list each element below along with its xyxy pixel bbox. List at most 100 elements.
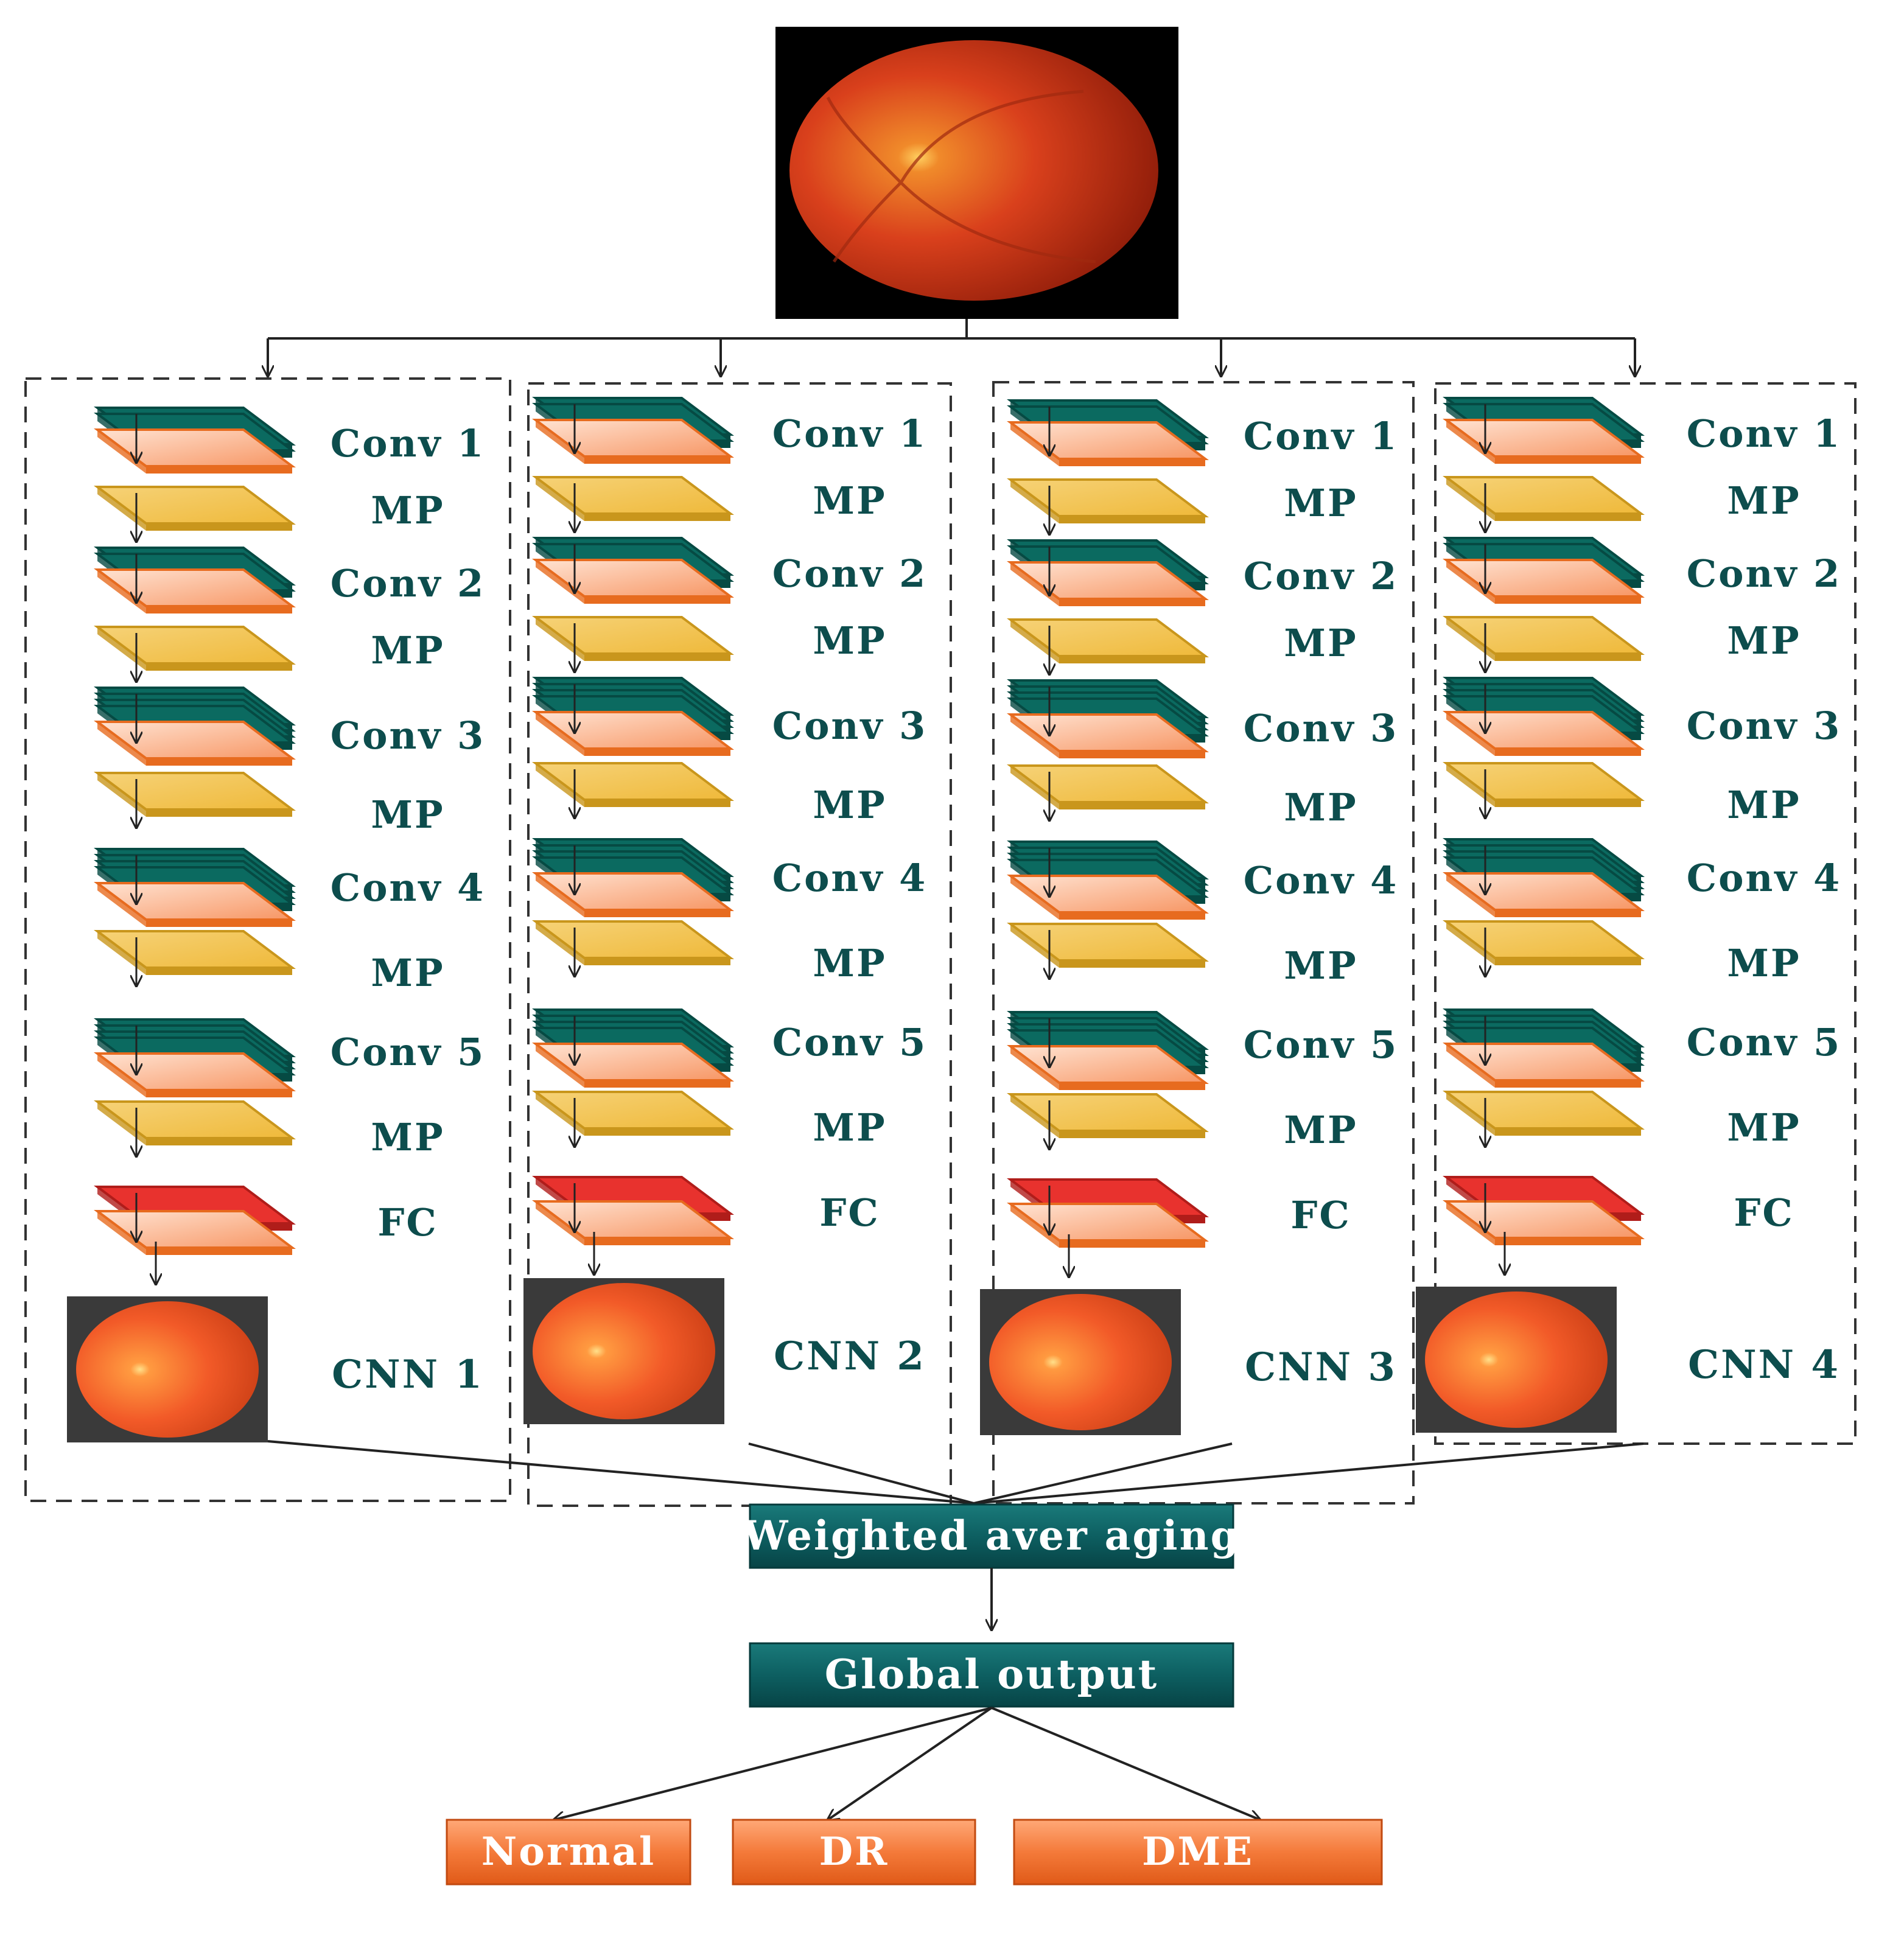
layer-label: FC <box>1734 1190 1794 1235</box>
layer-label: Conv 3 <box>1244 706 1399 750</box>
layer-label: Conv 3 <box>772 704 928 748</box>
layer-mp: MP <box>94 772 444 837</box>
layer-conv: Conv 3 <box>532 677 928 756</box>
merge-connector <box>267 1440 1644 1505</box>
layer-label: Conv 3 <box>331 713 486 758</box>
branch-output-image <box>1416 1287 1617 1433</box>
layer-label: Conv 5 <box>331 1030 486 1074</box>
layer-mp: MP <box>532 616 886 672</box>
layer-label: MP <box>1727 941 1801 985</box>
branch-frame-4 <box>1434 382 1857 1445</box>
layer-fc: FC <box>94 1186 436 1255</box>
layer-mp: MP <box>1007 478 1357 534</box>
layer-label: Conv 2 <box>1244 554 1399 598</box>
layer-mp: MP <box>1443 762 1801 827</box>
layer-conv: Conv 1 <box>532 397 928 464</box>
layer-label: Conv 2 <box>331 561 486 606</box>
layer-mp: MP <box>1007 923 1357 988</box>
layer-label: Conv 4 <box>1687 856 1842 900</box>
layer-label: FC <box>819 1190 880 1235</box>
layer-label: MP <box>1284 481 1357 525</box>
layer-label: MP <box>1284 943 1357 988</box>
layer-label: Conv 1 <box>1244 414 1399 458</box>
layer-label: MP <box>813 1105 886 1150</box>
layer-label: MP <box>1727 783 1801 827</box>
layer-label: Conv 3 <box>1687 704 1842 748</box>
layer-label: Conv 4 <box>331 865 486 910</box>
layer-conv: Conv 5 <box>1443 1008 1842 1088</box>
layer-label: MP <box>1727 1105 1801 1150</box>
layer-mp: MP <box>1007 1093 1356 1152</box>
class-dme: DME <box>1013 1819 1383 1886</box>
branch-output-image <box>980 1289 1181 1435</box>
layer-mp: MP <box>532 762 886 827</box>
branch-frame-1 <box>24 377 511 1502</box>
layer-mp: MP <box>1443 920 1801 985</box>
branch-output-image <box>523 1278 724 1424</box>
layer-conv: Conv 4 <box>1007 841 1399 920</box>
layer-mp: MP <box>532 920 885 985</box>
layer-conv: Conv 2 <box>532 537 925 604</box>
branch-3: Conv 1 MP Conv 2 MP Conv 3 MP Conv 4 MP Conv 5 MP… <box>980 399 1399 1435</box>
layer-fc: FC <box>1007 1178 1349 1248</box>
layer-mp: MP <box>1443 1091 1801 1150</box>
layer-conv: Conv 3 <box>1007 679 1399 758</box>
layer-label: Conv 5 <box>1244 1022 1399 1067</box>
layer-conv: Conv 1 <box>1443 397 1839 464</box>
class-dme-label: DME <box>1142 1829 1254 1875</box>
layer-label: MP <box>371 792 444 837</box>
weighted-averaging-label: Weighted aver aging <box>742 1512 1241 1559</box>
branch-4: Conv 1 MP Conv 2 MP Conv 3 MP Conv 4 MP Conv 5 MP… <box>1416 397 1842 1433</box>
layer-label: Conv 2 <box>1687 551 1842 596</box>
branch-frame-3 <box>992 381 1415 1505</box>
split-connector <box>268 319 1635 376</box>
layer-label: MP <box>813 783 886 827</box>
layer-label: MP <box>1727 618 1801 663</box>
class-dr-label: DR <box>819 1829 889 1875</box>
layer-mp: MP <box>1007 764 1356 830</box>
cnn-label: CNN 1 <box>332 1352 484 1397</box>
layer-mp: MP <box>1007 618 1356 674</box>
input-image <box>775 27 1178 319</box>
retina-fundus-icon <box>76 1301 259 1438</box>
class-connectors <box>554 1707 1260 1820</box>
class-dr: DR <box>732 1819 976 1886</box>
layer-label: MP <box>371 628 444 673</box>
layer-conv: Conv 3 <box>94 687 486 766</box>
layer-fc: FC <box>532 1176 880 1245</box>
layer-label: Conv 5 <box>1687 1020 1842 1064</box>
layer-mp: MP <box>1443 476 1801 532</box>
layer-label: MP <box>371 488 444 533</box>
layer-label: MP <box>371 951 444 995</box>
layer-label: Conv 1 <box>772 411 928 456</box>
layer-mp: MP <box>94 626 444 682</box>
weighted-averaging-box: Weighted aver aging <box>742 1503 1241 1569</box>
branch-frames <box>24 377 1857 1507</box>
class-normal: Normal <box>446 1819 691 1886</box>
layer-label: MP <box>1727 478 1801 523</box>
layer-label: Conv 5 <box>772 1020 928 1064</box>
retina-fundus-icon <box>989 1294 1172 1430</box>
layer-conv: Conv 1 <box>1007 399 1399 466</box>
layer-mp: MP <box>532 1091 886 1150</box>
layer-label: MP <box>813 478 886 523</box>
branch-frame-2 <box>527 382 952 1507</box>
layer-label: Conv 4 <box>1244 858 1399 903</box>
layer-conv: Conv 2 <box>1007 539 1399 606</box>
layer-label: Conv 1 <box>331 421 486 466</box>
layer-mp: MP <box>532 476 886 532</box>
layer-conv: Conv 5 <box>94 1018 486 1097</box>
layer-mp: MP <box>94 930 444 995</box>
layer-fc: FC <box>1443 1176 1794 1245</box>
layer-conv: Conv 2 <box>94 547 486 613</box>
cnn-label: CNN 2 <box>774 1334 926 1379</box>
layer-conv: Conv 4 <box>532 838 925 917</box>
layer-conv: Conv 3 <box>1443 677 1842 756</box>
layer-label: MP <box>813 618 886 663</box>
layer-mp: MP <box>94 486 444 542</box>
global-output-box: Global output <box>749 1642 1234 1708</box>
